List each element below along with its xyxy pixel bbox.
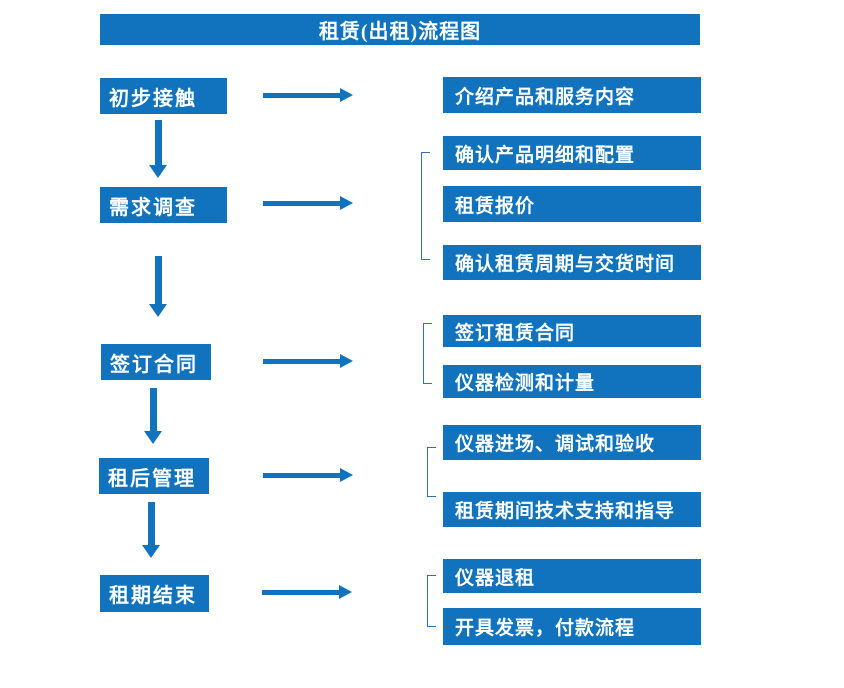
detail-box-invoice-payment-process: 开具发票，付款流程 (443, 608, 701, 645)
detail-box-introduce-products-services: 介绍产品和服务内容 (443, 77, 701, 113)
arrow-head-icon (149, 304, 167, 317)
stage-label: 租后管理 (108, 467, 196, 490)
stage-label: 需求调查 (109, 196, 197, 219)
arrow-head-icon (339, 585, 352, 599)
detail-box-rental-quote: 租赁报价 (443, 186, 701, 222)
arrow-stem (262, 589, 339, 595)
stage-label: 初步接触 (109, 87, 197, 110)
stage-box-rental-end: 租期结束 (100, 575, 209, 612)
arrow-stem (263, 472, 340, 478)
down-arrow-3 (144, 388, 162, 444)
detail-label: 仪器检测和计量 (455, 373, 596, 394)
detail-box-instrument-return: 仪器退租 (443, 559, 701, 593)
stage-box-post-rental-management: 租后管理 (99, 458, 209, 494)
arrow-head-icon (144, 431, 162, 444)
flowchart-title-banner: 租赁(出租)流程图 (100, 14, 700, 45)
flowchart-title: 租赁(出租)流程图 (318, 21, 482, 43)
arrow-head-icon (340, 468, 353, 482)
stage-label: 签订合同 (110, 353, 198, 376)
detail-label: 开具发票，付款流程 (455, 618, 636, 639)
detail-label: 仪器进场、调试和验收 (455, 434, 656, 455)
detail-box-confirm-rental-period-delivery: 确认租赁周期与交货时间 (443, 245, 701, 280)
detail-label: 租赁报价 (455, 195, 536, 217)
stage-box-initial-contact: 初步接触 (100, 78, 227, 114)
detail-label: 租赁期间技术支持和指导 (455, 501, 676, 522)
detail-label: 签订租赁合同 (455, 322, 576, 344)
stage-box-sign-contract: 签订合同 (101, 344, 211, 380)
arrow-head-icon (340, 88, 353, 102)
detail-label: 确认产品明细和配置 (455, 144, 636, 166)
arrow-head-icon (340, 354, 353, 368)
arrow-stem (147, 502, 155, 545)
arrow-head-icon (142, 545, 160, 558)
detail-label: 介绍产品和服务内容 (455, 86, 636, 108)
detail-box-confirm-product-details-config: 确认产品明细和配置 (443, 136, 701, 170)
down-arrow-2 (149, 256, 167, 317)
group-bracket-rental-end (427, 575, 436, 627)
group-bracket-demand-survey (421, 152, 430, 260)
arrow-stem (154, 256, 162, 304)
arrow-stem (154, 120, 162, 165)
right-arrow-3 (263, 354, 353, 368)
detail-box-instrument-testing-metering: 仪器检测和计量 (443, 365, 701, 398)
right-arrow-4 (263, 468, 353, 482)
stage-box-demand-survey: 需求调查 (100, 187, 227, 223)
detail-label: 仪器退租 (455, 567, 536, 589)
stage-label: 租期结束 (109, 585, 197, 607)
arrow-stem (263, 358, 340, 364)
detail-box-sign-rental-contract: 签订租赁合同 (443, 315, 701, 347)
down-arrow-1 (149, 120, 167, 178)
arrow-stem (263, 92, 340, 98)
arrow-stem (263, 200, 340, 206)
group-bracket-sign-contract (423, 323, 432, 384)
arrow-head-icon (149, 165, 167, 178)
right-arrow-5 (262, 585, 352, 599)
right-arrow-2 (263, 196, 353, 210)
down-arrow-4 (142, 502, 160, 558)
group-bracket-post-rental-management (427, 447, 436, 497)
arrow-head-icon (340, 196, 353, 210)
arrow-stem (149, 388, 157, 431)
detail-box-rental-tech-support-guidance: 租赁期间技术支持和指导 (443, 492, 701, 527)
detail-label: 确认租赁周期与交货时间 (455, 254, 676, 275)
detail-box-instrument-entry-debug-acceptance: 仪器进场、调试和验收 (443, 425, 701, 460)
right-arrow-1 (263, 88, 353, 102)
